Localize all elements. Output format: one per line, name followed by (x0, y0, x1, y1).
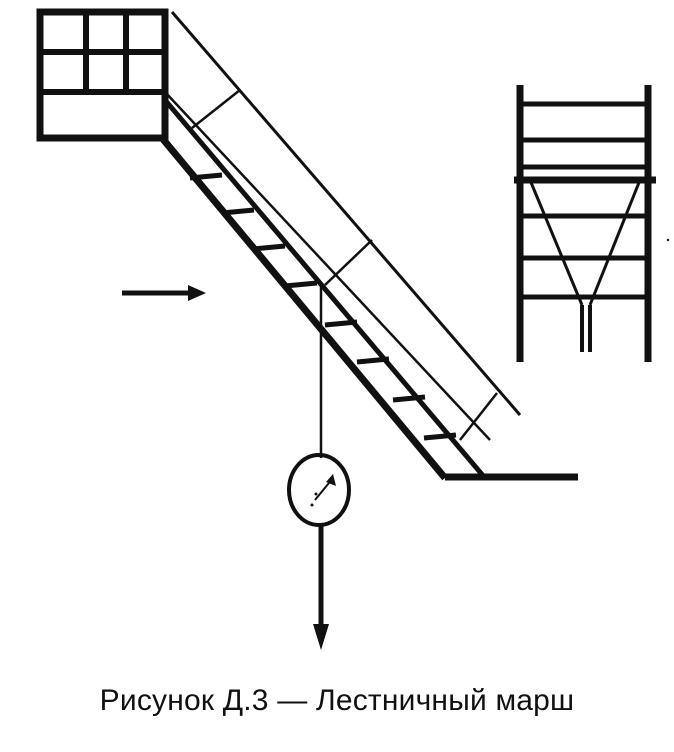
tread (423, 432, 457, 441)
load-assembly (287, 287, 351, 650)
horizontal-arrow (122, 285, 206, 301)
figure-caption: Рисунок Д.3 — Лестничный марш (99, 684, 575, 717)
stair-side-view (514, 85, 670, 362)
tread (392, 394, 426, 403)
dynamometer-dial (287, 453, 351, 527)
stair-flight (159, 11, 578, 481)
tread (189, 172, 223, 181)
top-landing (36, 8, 169, 142)
tread (221, 207, 255, 216)
tread (356, 356, 390, 365)
tread (324, 319, 358, 328)
stair-flight-diagram (36, 8, 670, 650)
cross-bar-middle (324, 239, 373, 286)
tread (252, 243, 286, 252)
cross-bar-bottom (459, 392, 498, 441)
tread (284, 280, 318, 289)
stair-treads (189, 172, 457, 441)
load-arrow-head (313, 624, 329, 650)
cross-bar-top (191, 89, 241, 129)
handrail-upper (170, 11, 522, 416)
stringer-inner (163, 98, 487, 480)
stringer-outer (159, 135, 448, 481)
handrail-lower (164, 91, 491, 441)
